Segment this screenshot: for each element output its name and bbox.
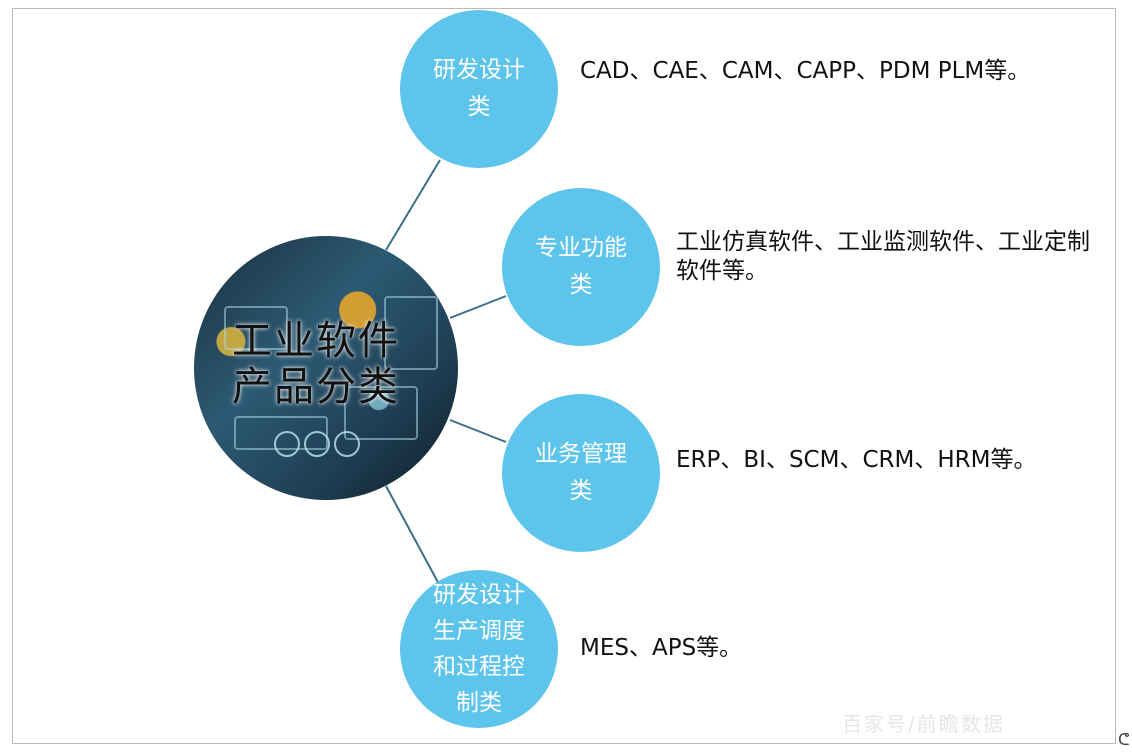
node-4-line-3: 和过程控	[433, 654, 525, 680]
category-description-1: CAD、CAE、CAM、CAPP、PDM PLM等。	[580, 57, 1030, 86]
edge-mark: ᕦ	[1118, 730, 1130, 749]
description-4-line-1: MES、APS等。	[580, 635, 743, 661]
description-2-line-2: 软件等。	[676, 258, 768, 284]
node-2-line-2: 类	[569, 272, 593, 298]
diagram-frame	[12, 8, 1116, 744]
category-node-professional-function: 专业功能 类	[502, 188, 660, 346]
node-1-line-2: 类	[467, 94, 491, 120]
category-node-production-scheduling: 研发设计 生产调度 和过程控 制类	[400, 570, 558, 728]
connector-1	[385, 159, 441, 251]
category-description-4: MES、APS等。	[580, 634, 742, 663]
category-node-rd-design: 研发设计 类	[400, 10, 558, 168]
watermark: 百家号/前瞻数据	[842, 712, 1005, 736]
description-1-line-1: CAD、CAE、CAM、CAPP、PDM PLM等。	[580, 58, 1031, 84]
connector-3	[449, 419, 507, 443]
node-1-line-1: 研发设计	[433, 57, 525, 83]
category-description-3: ERP、BI、SCM、CRM、HRM等。	[676, 446, 1036, 475]
node-4-line-2: 生产调度	[433, 618, 525, 644]
center-title-line-1: 工业软件	[232, 318, 400, 364]
description-3-line-1: ERP、BI、SCM、CRM、HRM等。	[676, 447, 1037, 473]
node-4-line-4: 制类	[456, 690, 502, 716]
center-title: 工业软件 产品分类	[232, 318, 432, 410]
connector-2	[449, 295, 507, 319]
category-description-2: 工业仿真软件、工业监测软件、工业定制 软件等。	[676, 228, 1090, 286]
center-image-circle	[194, 236, 458, 500]
node-3-line-2: 类	[569, 478, 593, 504]
description-2-line-1: 工业仿真软件、工业监测软件、工业定制	[676, 229, 1090, 255]
node-3-line-1: 业务管理	[535, 441, 627, 467]
node-2-line-1: 专业功能	[535, 235, 627, 261]
node-4-line-1: 研发设计	[433, 582, 525, 608]
center-title-line-2: 产品分类	[232, 364, 400, 410]
category-node-business-management: 业务管理 类	[502, 394, 660, 552]
connector-4	[385, 485, 441, 587]
